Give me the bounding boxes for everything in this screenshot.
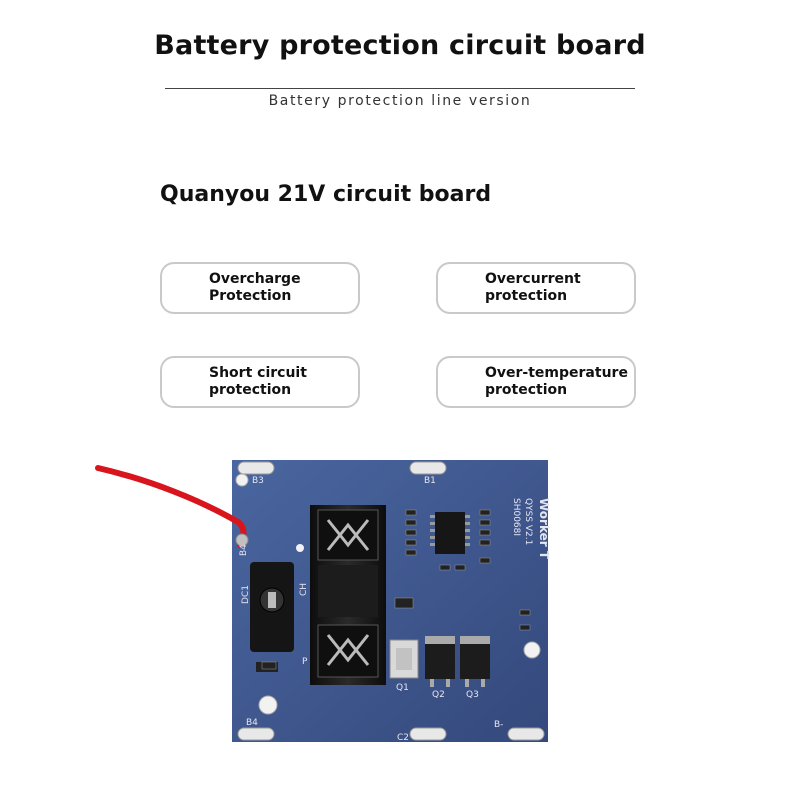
silk-b1: B1 — [424, 476, 436, 486]
solder-slot — [237, 727, 275, 741]
silk-b3: B3 — [252, 476, 264, 486]
solder-slot — [409, 727, 447, 741]
silk-b4: B4 — [239, 544, 249, 556]
mosfet — [425, 643, 455, 679]
mosfet — [389, 639, 419, 679]
silk-code: SH0068I — [511, 498, 521, 536]
circuit-board-photo: B3 B1 B4 B4 C2 B- DC1 CH P Q1 Q2 Q3 Work… — [95, 460, 551, 743]
ic-chip — [435, 512, 465, 554]
solder-slot — [237, 461, 275, 475]
red-wire — [95, 465, 247, 548]
page-title: Battery protection circuit board — [154, 30, 646, 61]
mosfet — [460, 643, 490, 679]
feature-short-circuit: Short circuit protection — [160, 356, 360, 408]
solder-slot — [507, 727, 545, 741]
silk-q1: Q1 — [396, 683, 409, 693]
feature-over-temperature: Over-temperature protection — [436, 356, 636, 408]
silk-brand: Worker T — [537, 498, 551, 560]
mount-hole — [523, 641, 541, 659]
silk-c2: C2 — [397, 733, 409, 743]
page-subtitle: Battery protection line version — [268, 93, 532, 109]
feature-overcharge: Overcharge Protection — [160, 262, 360, 314]
silk-model: QYSS V2.1 — [523, 498, 533, 545]
silk-b4-bottom: B4 — [246, 718, 258, 728]
silk-q3: Q3 — [466, 690, 479, 700]
feature-overcurrent: Overcurrent protection — [436, 262, 636, 314]
mount-hole — [235, 473, 249, 487]
silk-ch: CH — [299, 583, 309, 596]
mount-hole — [258, 695, 278, 715]
silk-q2: Q2 — [432, 690, 445, 700]
mount-hole — [296, 544, 304, 552]
product-name: Quanyou 21V circuit board — [160, 182, 492, 207]
silk-dc1: DC1 — [241, 585, 251, 604]
silk-bminus: B- — [494, 720, 503, 730]
title-divider — [165, 88, 635, 89]
solder-slot — [409, 461, 447, 475]
silk-p: P — [302, 657, 308, 667]
